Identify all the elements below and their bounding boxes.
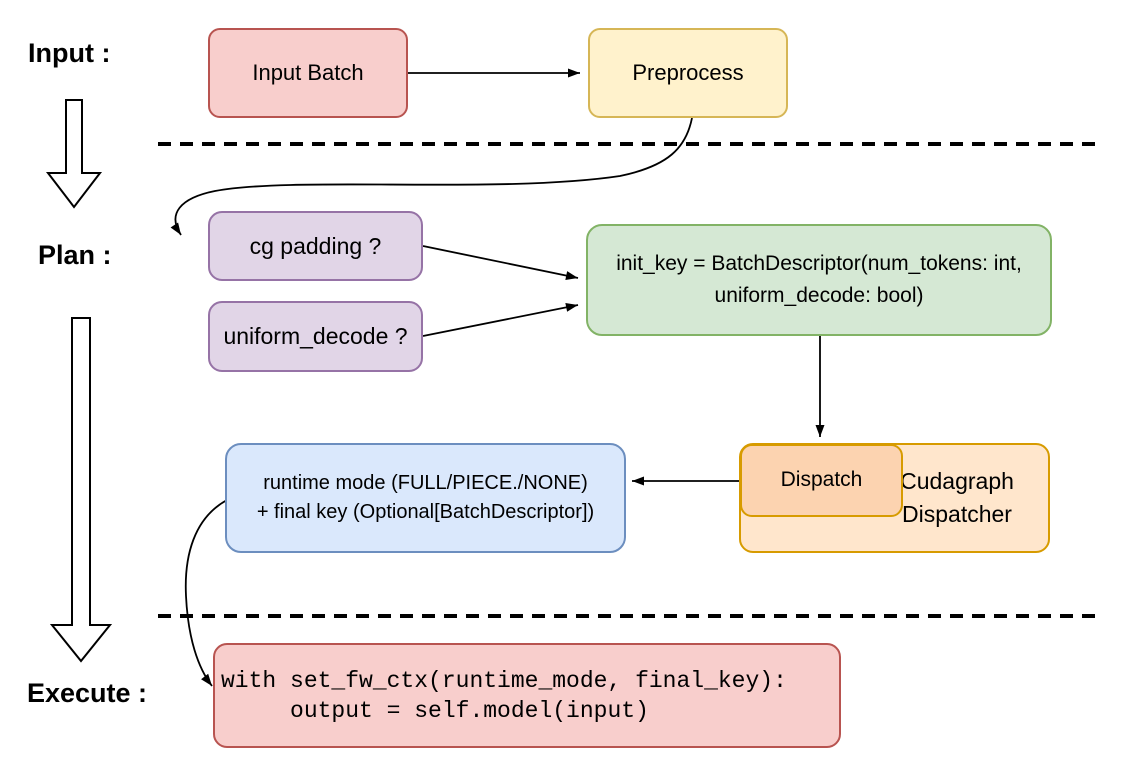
uniform-decode-label: uniform_decode ? [223,323,408,350]
cudagraph-dispatcher-line2: Dispatcher [902,501,1012,527]
dispatch-node: Dispatch [740,444,903,517]
uniform-decode-node: uniform_decode ? [208,301,423,372]
cg-padding-label: cg padding ? [249,232,382,259]
input-to-plan-arrow-icon [45,99,103,209]
cudagraph-dispatcher-line1: Cudagraph [900,468,1014,494]
runtime-mode-node: runtime mode (FULL/PIECE./NONE) + final … [225,443,626,553]
init-key-line2: uniform_decode: bool) [714,284,924,307]
stage-label-plan: Plan : [38,240,112,270]
preprocess-node: Preprocess [588,28,788,118]
execute-code-line2: output = self.model(input) [221,697,649,724]
arrow-uniform-decode-to-init-key [422,302,579,337]
stage-label-execute: Execute : [27,678,148,708]
input-batch-label: Input Batch [252,60,364,86]
input-batch-node: Input Batch [208,28,408,118]
execute-code-line1: with set_fw_ctx(runtime_mode, final_key)… [221,667,787,694]
arrow-cg-padding-to-init-key [422,245,579,280]
init-key-node: init_key = BatchDescriptor(num_tokens: i… [586,224,1052,336]
stage-label-input: Input : [28,38,111,68]
execute-code-node: with set_fw_ctx(runtime_mode, final_key)… [213,643,841,748]
runtime-mode-line1: runtime mode (FULL/PIECE./NONE) [263,472,588,494]
cg-padding-node: cg padding ? [208,211,423,281]
dispatch-label: Dispatch [780,468,863,492]
init-key-line1: init_key = BatchDescriptor(num_tokens: i… [616,252,1022,275]
runtime-mode-line2: + final key (Optional[BatchDescriptor]) [256,501,595,523]
arrow-preprocess-to-cg-padding [170,117,693,236]
plan-to-execute-arrow-icon [49,317,113,663]
preprocess-label: Preprocess [632,60,744,86]
arrow-runtime-mode-to-execute-code [184,499,228,687]
